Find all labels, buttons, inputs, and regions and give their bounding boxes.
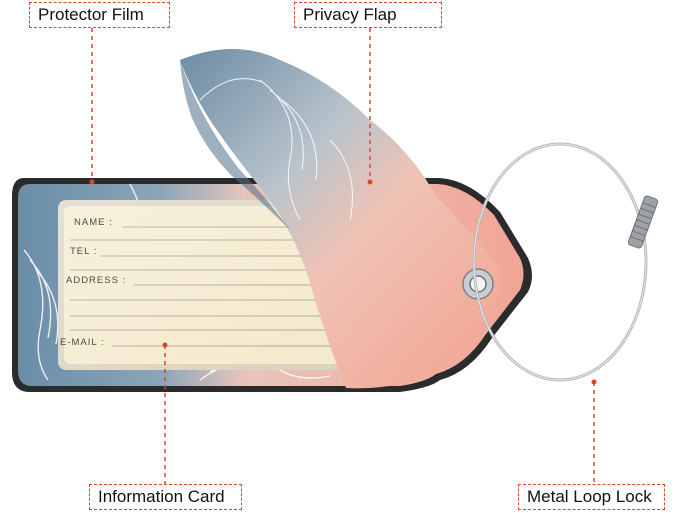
metal-loop-lock	[472, 142, 659, 382]
callout-protector-film: Protector Film	[29, 2, 170, 28]
card-field-name: NAME :	[74, 217, 113, 228]
protector-film	[58, 200, 358, 370]
callout-privacy-flap: Privacy Flap	[294, 2, 442, 28]
privacy-flap	[180, 49, 502, 389]
card-field-address: ADDRESS :	[66, 275, 127, 286]
callout-leaders	[91, 28, 595, 484]
card-field-email: E-MAIL :	[60, 337, 105, 348]
callout-dots	[89, 179, 597, 385]
flap-line-art	[199, 78, 353, 221]
callout-information-card: Information Card	[89, 484, 242, 510]
card-field-tel: TEL :	[70, 246, 98, 257]
callout-metal-loop-lock: Metal Loop Lock	[518, 484, 665, 510]
